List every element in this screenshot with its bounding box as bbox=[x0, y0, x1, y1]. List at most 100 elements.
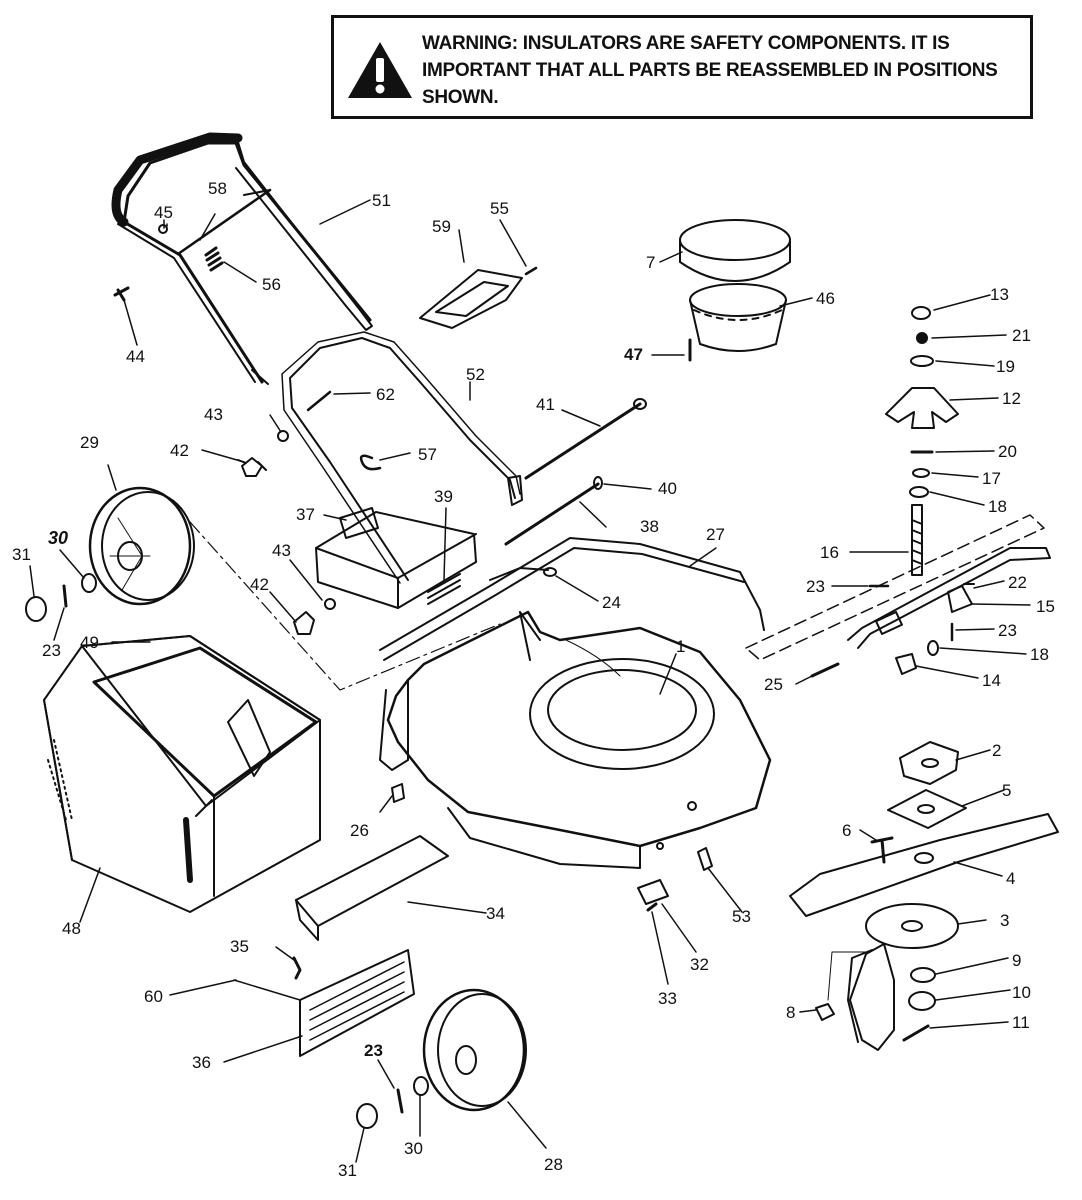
wheel-28-part bbox=[422, 988, 527, 1112]
rear-axle-part bbox=[379, 537, 765, 661]
label-14: 14 bbox=[982, 671, 1001, 690]
label-12: 12 bbox=[1002, 389, 1021, 408]
chute-37-part bbox=[315, 507, 477, 609]
label-3: 3 bbox=[1000, 911, 1009, 930]
upper-handle-part bbox=[111, 132, 373, 385]
label-36: 36 bbox=[192, 1053, 211, 1072]
plate-36-part bbox=[299, 949, 415, 1057]
bolt-62-part bbox=[306, 390, 332, 412]
label-56: 56 bbox=[262, 275, 281, 294]
nut-26-part bbox=[391, 783, 405, 803]
spring-39-part bbox=[427, 573, 461, 605]
plate-15-part bbox=[947, 585, 973, 613]
shroud-part bbox=[689, 283, 787, 352]
label-42b: 42 bbox=[250, 575, 269, 594]
knob-12-part bbox=[885, 387, 959, 429]
warning-triangle-icon bbox=[348, 42, 412, 98]
bracket-59-part bbox=[419, 269, 523, 329]
screw-35-part bbox=[292, 956, 302, 980]
label-16: 16 bbox=[820, 543, 839, 562]
label-40: 40 bbox=[658, 479, 677, 498]
label-10: 10 bbox=[1012, 983, 1031, 1002]
label-23a: 23 bbox=[806, 577, 825, 596]
label-27: 27 bbox=[706, 525, 725, 544]
roller-24-part bbox=[543, 567, 557, 577]
label-19: 19 bbox=[996, 357, 1015, 376]
disc-3-part bbox=[865, 903, 959, 949]
washer-17-part bbox=[912, 468, 930, 478]
label-2: 2 bbox=[992, 741, 1001, 760]
label-23c: 23 bbox=[42, 641, 61, 660]
label-41: 41 bbox=[536, 395, 555, 414]
height-adjust-bracket-part bbox=[745, 514, 1051, 661]
wheel-29-part bbox=[88, 486, 195, 606]
label-33: 33 bbox=[658, 989, 677, 1008]
label-43b: 43 bbox=[272, 541, 291, 560]
washer-18b-part bbox=[927, 640, 939, 656]
label-35: 35 bbox=[230, 937, 249, 956]
clip-32-part bbox=[637, 879, 669, 905]
label-20: 20 bbox=[998, 442, 1017, 461]
label-58: 58 bbox=[208, 179, 227, 198]
washer-18-part bbox=[909, 486, 929, 498]
label-11: 11 bbox=[1012, 1013, 1030, 1032]
warning-text: WARNING: INSULATORS ARE SAFETY COMPONENT… bbox=[422, 33, 998, 108]
label-37: 37 bbox=[296, 505, 315, 524]
pin-23-part bbox=[62, 584, 68, 608]
label-60: 60 bbox=[144, 987, 163, 1006]
label-43a: 43 bbox=[204, 405, 223, 424]
pin-55-part bbox=[524, 266, 538, 276]
plate-5-part bbox=[887, 789, 967, 829]
washer-9-part bbox=[910, 967, 936, 983]
rear-flap-part bbox=[295, 835, 449, 941]
hook-part bbox=[359, 454, 382, 471]
cover-part bbox=[679, 219, 791, 282]
spring-part bbox=[204, 246, 224, 272]
label-31b: 31 bbox=[338, 1161, 357, 1180]
label-46: 46 bbox=[816, 289, 835, 308]
label-4: 4 bbox=[1006, 869, 1015, 888]
label-39: 39 bbox=[434, 487, 453, 506]
label-6: 6 bbox=[842, 821, 851, 840]
washer-19-part bbox=[910, 355, 934, 367]
label-55: 55 bbox=[490, 199, 509, 218]
label-23b: 23 bbox=[998, 621, 1017, 640]
label-44: 44 bbox=[126, 347, 145, 366]
label-28: 28 bbox=[544, 1155, 563, 1174]
cross-rod-part bbox=[176, 188, 272, 256]
grass-bag-part bbox=[43, 635, 321, 913]
label-51: 51 bbox=[372, 191, 391, 210]
washer-45-part bbox=[158, 224, 168, 234]
pin-25-part bbox=[810, 662, 840, 678]
label-25: 25 bbox=[764, 675, 783, 694]
label-7: 7 bbox=[646, 253, 655, 272]
label-24: 24 bbox=[602, 593, 621, 612]
wing-nut-42b-part bbox=[293, 611, 315, 635]
center-line bbox=[189, 521, 501, 691]
cap-31-part bbox=[25, 596, 47, 622]
deck-part bbox=[379, 610, 772, 869]
label-38: 38 bbox=[640, 517, 659, 536]
axle-41-part bbox=[524, 402, 642, 480]
blade-4-part bbox=[789, 813, 1059, 917]
rod-38-part bbox=[504, 482, 600, 546]
label-26: 26 bbox=[350, 821, 369, 840]
label-47: 47 bbox=[624, 345, 643, 364]
washer-10-part bbox=[908, 991, 936, 1011]
label-45: 45 bbox=[154, 203, 173, 222]
label-48: 48 bbox=[62, 919, 81, 938]
nut-21-part bbox=[916, 332, 928, 344]
label-1: 1 bbox=[676, 637, 685, 656]
part-labels: 1 2 3 4 5 6 7 8 9 10 11 12 13 14 15 16 1… bbox=[12, 179, 1055, 1180]
label-17: 17 bbox=[982, 469, 1001, 488]
label-15: 15 bbox=[1036, 597, 1055, 616]
label-30b: 30 bbox=[404, 1139, 423, 1158]
label-8: 8 bbox=[786, 1003, 795, 1022]
label-21: 21 bbox=[1012, 326, 1031, 345]
bolt-6-part bbox=[870, 836, 894, 864]
label-62: 62 bbox=[376, 385, 395, 404]
label-49: 49 bbox=[80, 633, 99, 652]
bracket-53-part bbox=[697, 847, 713, 871]
label-18a: 18 bbox=[988, 497, 1007, 516]
